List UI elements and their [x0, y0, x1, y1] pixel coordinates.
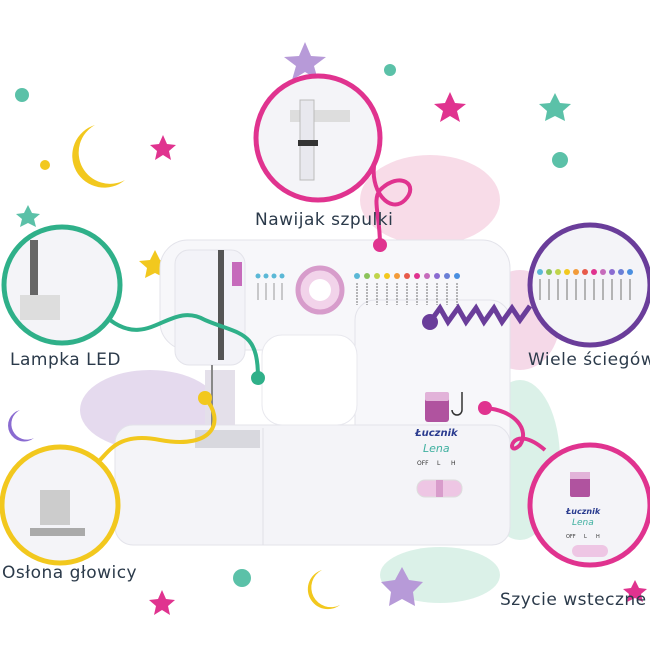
setting-dot: [255, 273, 261, 279]
setting-dot: [271, 273, 277, 279]
callout-brand-logo: Łucznik: [566, 507, 601, 516]
stitches-callout: [527, 222, 650, 348]
head: [174, 249, 246, 366]
callout-switch-off: OFF: [566, 534, 576, 540]
stitch-dot: [600, 269, 606, 275]
switch-off-label: OFF: [417, 460, 429, 467]
stitch-dot: [582, 269, 588, 275]
label-led-light: Lampka LED: [10, 350, 121, 370]
star-icon: [149, 590, 175, 615]
switch-h-label: H: [451, 460, 456, 467]
throat: [261, 334, 358, 426]
stitch-dot: [384, 273, 390, 279]
dial-center: [309, 279, 331, 301]
star-icon: [539, 93, 571, 121]
stitch-dot: [618, 269, 624, 275]
dot-decoration: [233, 569, 251, 587]
setting-dot: [279, 273, 285, 279]
led-connector: [108, 313, 260, 379]
dot-decoration: [40, 160, 50, 170]
star-icon: [16, 205, 40, 227]
stitch-dot: [444, 273, 450, 279]
label-stitches: Wiele ściegów: [528, 350, 650, 370]
star-icon: [381, 567, 423, 606]
brand-logo: Łucznik: [415, 428, 458, 439]
star-icon: [284, 42, 326, 80]
bobbin-winder-callout: [253, 73, 383, 203]
stitch-dot: [454, 273, 460, 279]
stitch-dot: [354, 273, 360, 279]
label-reverse-sewing: Szycie wsteczne: [500, 590, 647, 610]
callout-dot: [373, 238, 387, 252]
star-icon: [434, 92, 466, 122]
pink-splash: [360, 155, 500, 245]
stitch-dot: [414, 273, 420, 279]
callout-dot: [478, 401, 492, 415]
stitch-chart: [354, 273, 460, 305]
setting-dots: [255, 273, 285, 300]
stitch-dot: [627, 269, 633, 275]
stitch-dot: [564, 269, 570, 275]
speed-switch-knob: [436, 480, 443, 497]
stitch-dot: [374, 273, 380, 279]
callout-switch-h: H: [596, 534, 600, 540]
thread-slot: [218, 250, 224, 360]
led-light-callout: [1, 224, 123, 346]
reverse-lever-top: [425, 392, 449, 401]
setting-dot: [263, 273, 269, 279]
stitch-dot: [591, 269, 597, 275]
stitch-dot: [394, 273, 400, 279]
star-icon: [150, 135, 176, 160]
moon-icon: [72, 125, 125, 188]
stitch-dot: [424, 273, 430, 279]
switch-l-label: L: [437, 460, 441, 467]
dot-decoration: [15, 88, 29, 102]
stitch-dot: [434, 273, 440, 279]
stitch-dot: [555, 269, 561, 275]
bobbin-connector: [371, 159, 413, 246]
stitch-dot: [546, 269, 552, 275]
callout-switch-l: L: [584, 534, 587, 540]
label-bobbin-winder: Nawijak szpulki: [255, 210, 394, 230]
stitch-dot: [573, 269, 579, 275]
callout-dot: [251, 371, 265, 385]
reverse-sewing-callout: [527, 442, 650, 568]
stitch-dot: [609, 269, 615, 275]
stitches-connector: [427, 303, 533, 327]
star-icon: [623, 580, 647, 602]
moon-icon: [307, 570, 340, 610]
stitch-dot: [364, 273, 370, 279]
dot-decoration: [552, 152, 568, 168]
stitch-dot: [404, 273, 410, 279]
moon-icon: [8, 410, 34, 442]
thread-lever: [232, 262, 242, 286]
hook-icon: [451, 392, 463, 416]
model-name: Lena: [423, 442, 450, 455]
dot-decoration: [384, 64, 396, 76]
stitch-dot: [537, 269, 543, 275]
needle-plate: [195, 430, 260, 448]
head-cover-callout: [0, 444, 121, 566]
callout-model-name: Lena: [572, 518, 594, 528]
callout-dot: [422, 314, 438, 330]
callout-dot: [198, 391, 212, 405]
label-head-cover: Osłona głowicy: [2, 563, 138, 583]
reverse-connector: [484, 406, 547, 452]
head-cover-connector: [98, 396, 217, 462]
